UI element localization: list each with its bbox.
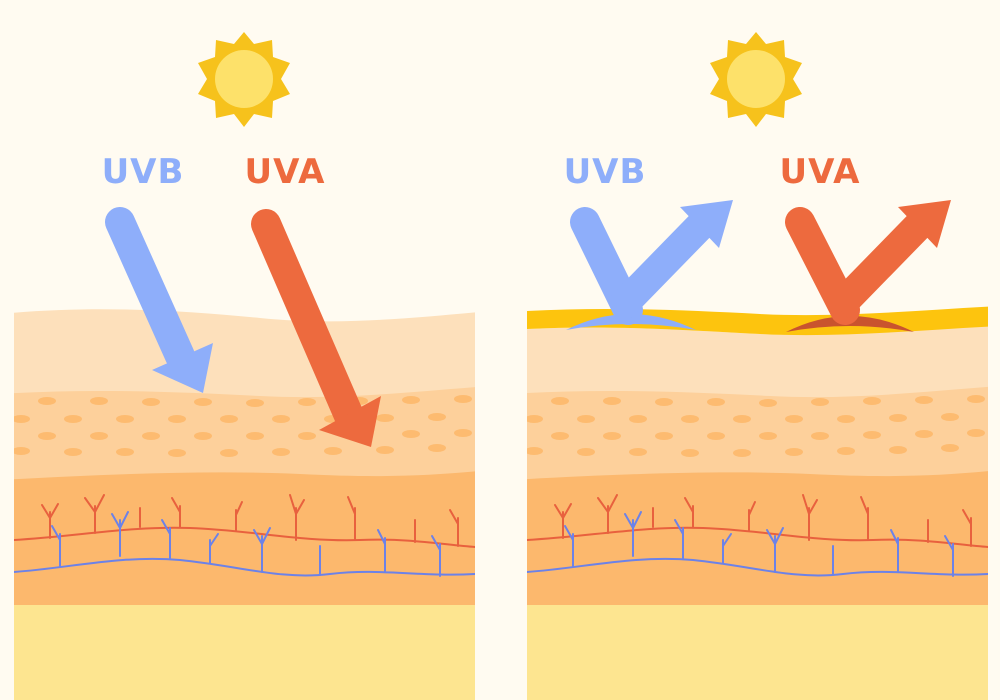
uvb-reflected-head: [680, 200, 733, 248]
dermis-dots: [527, 395, 985, 457]
sun-icon: [198, 32, 290, 127]
panel-right: UVB UVA: [527, 32, 988, 700]
sun-icon: [710, 32, 802, 127]
uva-reflected-shaft: [827, 215, 929, 319]
uvb-arrow-icon: [105, 207, 213, 393]
subcutis-layer: [527, 605, 988, 700]
skin-layers-left: [14, 309, 475, 700]
uva-reflected-head: [898, 200, 951, 248]
artery-network: [527, 494, 988, 548]
subcutis-layer: [14, 605, 475, 700]
vein-network: [14, 511, 475, 577]
vein-network: [527, 511, 988, 577]
uvb-reflected-shaft: [609, 215, 711, 319]
uva-label: UVA: [245, 152, 326, 192]
dermis-dots: [14, 395, 472, 457]
artery-network: [14, 494, 475, 548]
sun-disc: [727, 50, 785, 108]
uva-label: UVA: [780, 152, 861, 192]
uvb-label: UVB: [564, 152, 647, 192]
sun-disc: [215, 50, 273, 108]
reflected-arrow-icon: [785, 200, 951, 332]
panel-left: UVB UVA: [14, 32, 475, 700]
uvb-label: UVB: [102, 152, 185, 192]
skin-layers-right: [527, 306, 988, 700]
uva-arrow-icon: [251, 209, 381, 447]
reflected-arrow-icon: [566, 200, 733, 330]
